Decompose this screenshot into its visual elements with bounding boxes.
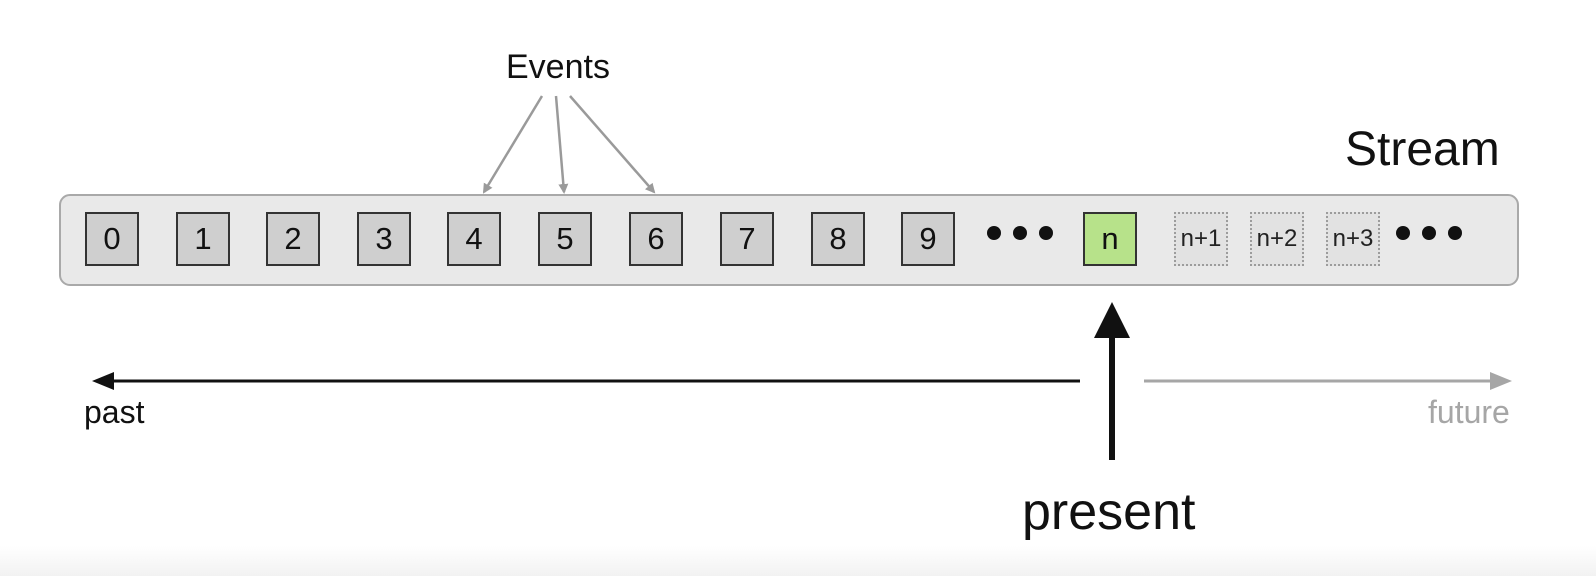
events-arrow-3 (569, 95, 656, 194)
event-cell-label: 3 (375, 221, 393, 256)
event-cell-8: 8 (811, 212, 865, 266)
ellipsis-past (987, 226, 1053, 240)
ellipsis-dot (1422, 226, 1436, 240)
event-cell-0: 0 (85, 212, 139, 266)
past-arrowhead (92, 372, 114, 390)
current-event-cell: n (1083, 212, 1137, 266)
past-label: past (84, 394, 145, 430)
stream-label: Stream (1345, 123, 1500, 176)
event-cell-3: 3 (357, 212, 411, 266)
events-arrow-2 (554, 95, 569, 194)
future-event-label: n+2 (1256, 225, 1298, 252)
event-cell-label: 2 (284, 221, 302, 256)
ellipsis-dot (1396, 226, 1410, 240)
ellipsis-future (1396, 226, 1462, 240)
event-cell-label: 0 (103, 221, 121, 256)
event-cell-5: 5 (538, 212, 592, 266)
event-cell-6: 6 (629, 212, 683, 266)
events-arrow-1 (482, 95, 544, 194)
future-event-label: n+3 (1332, 225, 1374, 252)
ellipsis-dot (1039, 226, 1053, 240)
event-cell-9: 9 (901, 212, 955, 266)
present-arrowhead (1094, 302, 1130, 338)
present-label: present (1022, 483, 1196, 541)
current-event-label: n (1101, 221, 1119, 256)
event-cell-7: 7 (720, 212, 774, 266)
future-event-cell-2: n+2 (1250, 212, 1304, 266)
events-label: Events (506, 48, 610, 86)
stream-bar (59, 194, 1519, 286)
future-event-cell-3: n+3 (1326, 212, 1380, 266)
event-cell-label: 8 (829, 221, 847, 256)
future-event-cell-1: n+1 (1174, 212, 1228, 266)
event-cell-4: 4 (447, 212, 501, 266)
ellipsis-dot (1448, 226, 1462, 240)
event-cell-label: 9 (919, 221, 937, 256)
ellipsis-dot (1013, 226, 1027, 240)
ellipsis-dot (987, 226, 1001, 240)
event-cell-label: 6 (647, 221, 665, 256)
event-cell-label: 5 (556, 221, 574, 256)
event-cell-label: 4 (465, 221, 483, 256)
bottom-band (0, 546, 1596, 576)
future-arrowhead (1490, 372, 1512, 390)
event-cell-2: 2 (266, 212, 320, 266)
event-cell-1: 1 (176, 212, 230, 266)
event-cell-label: 7 (738, 221, 756, 256)
event-cell-label: 1 (194, 221, 212, 256)
future-label: future (1428, 394, 1510, 430)
future-event-label: n+1 (1180, 225, 1222, 252)
